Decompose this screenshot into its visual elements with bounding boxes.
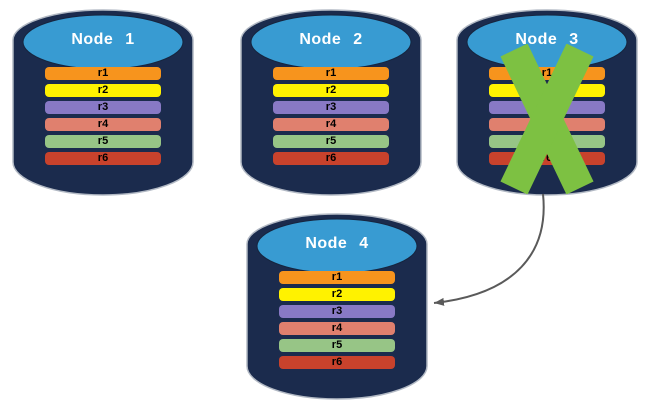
replica-row-r3: r3: [279, 305, 395, 318]
replica-row-r1: r1: [45, 67, 161, 80]
replica-row-label: r1: [97, 67, 109, 79]
replica-list: r1 r2 r3 r4 r5 r6: [45, 67, 161, 165]
replica-row-r4: r4: [273, 118, 389, 131]
replica-row-r5: r5: [273, 135, 389, 148]
replica-row-r4: r4: [279, 322, 395, 335]
node-1: Node 1 r1 r2 r3 r4 r5 r6: [8, 4, 198, 198]
replica-row-label: r4: [541, 118, 553, 130]
node-label: Node 4: [305, 235, 369, 252]
replica-row-label: r6: [331, 356, 343, 368]
replica-row-r1: r1: [279, 271, 395, 284]
replica-row-label: r5: [97, 135, 109, 147]
replica-row-label: r1: [325, 67, 337, 79]
replica-row-r2: r2: [279, 288, 395, 301]
replica-row-r6: r6: [279, 356, 395, 369]
replica-row-label: r1: [541, 67, 553, 79]
replica-row-label: r5: [541, 135, 553, 147]
replica-row-label: r3: [325, 101, 337, 113]
replica-row-r1: r1: [489, 67, 605, 80]
replica-row-label: r2: [325, 84, 337, 96]
node-2: Node 2 r1 r2 r3 r4 r5 r6: [236, 4, 426, 198]
node-4: Node 4 r1 r2 r3 r4 r5 r6: [242, 208, 432, 402]
replica-row-label: r5: [331, 339, 343, 351]
replica-row-label: r3: [331, 305, 343, 317]
replica-row-r2: r2: [273, 84, 389, 97]
replica-row-r4: r4: [45, 118, 161, 131]
replica-row-r1: r1: [273, 67, 389, 80]
replica-row-r2: r2: [489, 84, 605, 97]
replica-row-label: r2: [541, 84, 553, 96]
replica-row-label: r2: [97, 84, 109, 96]
replica-list: r1 r2 r3 r4 r5 r6: [273, 67, 389, 165]
replica-row-r5: r5: [489, 135, 605, 148]
replica-row-r2: r2: [45, 84, 161, 97]
replica-row-r4: r4: [489, 118, 605, 131]
replica-row-r6: r6: [273, 152, 389, 165]
replica-row-r3: r3: [273, 101, 389, 114]
replica-row-label: r6: [97, 152, 109, 164]
replica-row-label: r2: [331, 288, 343, 300]
replica-row-label: r3: [541, 101, 553, 113]
node-label: Node 3: [515, 31, 579, 48]
replica-row-label: r6: [541, 152, 553, 164]
replica-list: r1 r2 r3 r4 r5 r6: [489, 67, 605, 165]
replica-row-r6: r6: [45, 152, 161, 165]
replica-row-r3: r3: [489, 101, 605, 114]
replica-row-label: r3: [97, 101, 109, 113]
replica-row-label: r5: [325, 135, 337, 147]
replica-row-r5: r5: [45, 135, 161, 148]
node-label: Node 2: [299, 31, 363, 48]
replica-row-r3: r3: [45, 101, 161, 114]
replica-row-r5: r5: [279, 339, 395, 352]
node-label: Node 1: [71, 31, 135, 48]
replica-row-r6: r6: [489, 152, 605, 165]
node-3: Node 3 r1 r2 r3 r4 r5 r6: [452, 4, 642, 198]
replica-row-label: r1: [331, 271, 343, 283]
replica-list: r1 r2 r3 r4 r5 r6: [279, 271, 395, 369]
failover-arrow-path: [433, 193, 545, 306]
replica-row-label: r4: [325, 118, 337, 130]
replica-row-label: r4: [331, 322, 343, 334]
replica-row-label: r6: [325, 152, 337, 164]
replica-row-label: r4: [97, 118, 109, 130]
